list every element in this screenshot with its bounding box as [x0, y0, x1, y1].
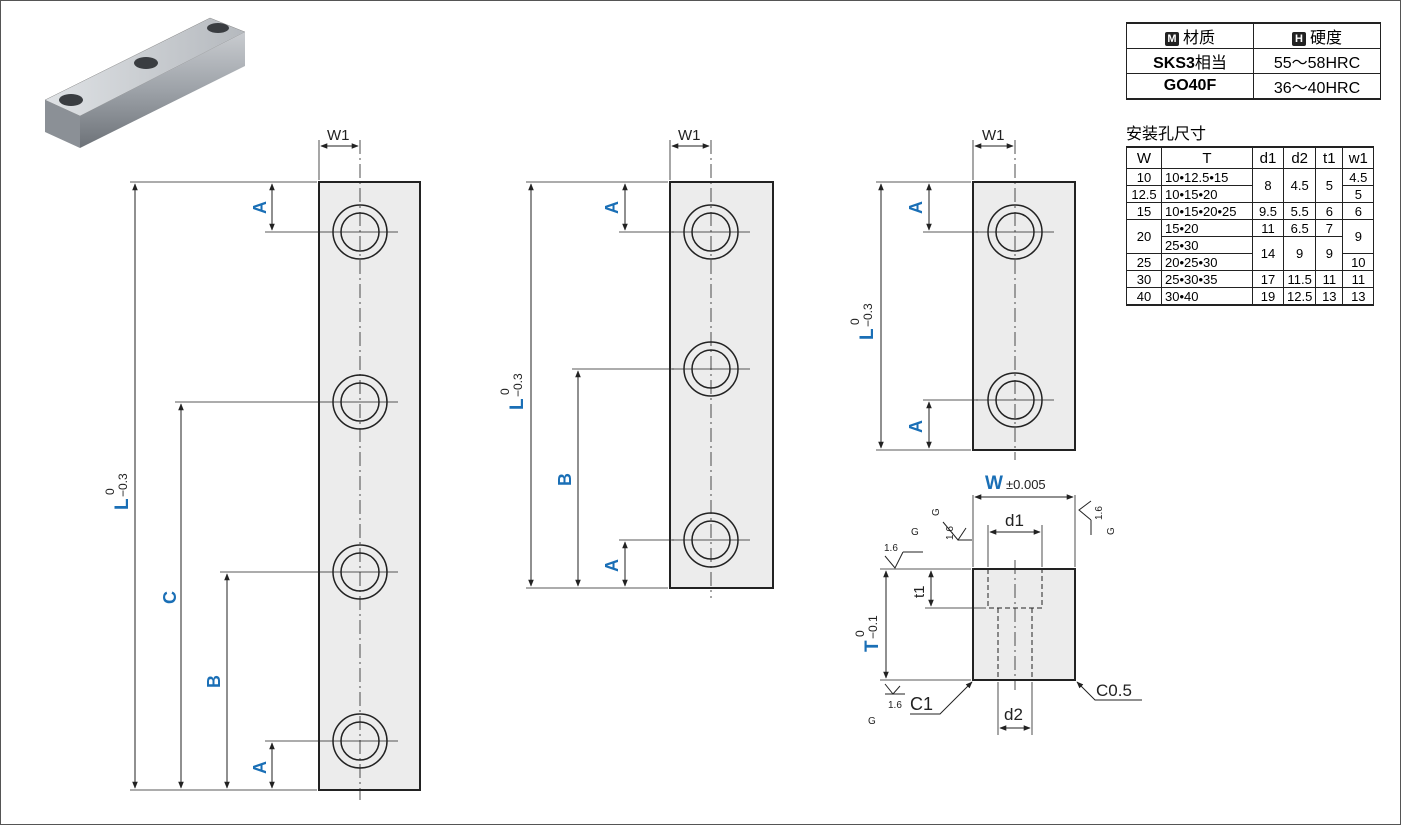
svg-text:±0.005: ±0.005 — [1006, 477, 1046, 492]
dim-A-top: A — [906, 201, 926, 214]
svg-text:0: 0 — [103, 488, 117, 495]
hardness-badge-icon: H — [1291, 32, 1306, 46]
hole-table-title: 安装孔尺寸 — [1126, 126, 1207, 143]
svg-text:0: 0 — [853, 630, 867, 637]
dim-d1: d1 — [1005, 511, 1024, 530]
table-row: 12.5 10•15•20 5 — [1126, 185, 1375, 203]
table-row: 40 30•40 19 12.5 13 13 — [1126, 287, 1375, 306]
grind-label: G — [911, 527, 919, 538]
dim-A-bottom: A — [250, 761, 270, 774]
svg-text:L: L — [857, 328, 878, 340]
dim-A-bottom: A — [906, 420, 926, 433]
svg-text:−0.3: −0.3 — [116, 473, 130, 497]
roughness-label: 1.6 — [884, 543, 898, 554]
svg-text:−0.3: −0.3 — [861, 303, 875, 327]
dim-L-3: L 0 −0.3 — [848, 303, 878, 340]
section-view — [880, 494, 1142, 735]
dim-W: W ±0.005 — [985, 473, 1046, 494]
grind-label: G — [931, 508, 942, 516]
w1-label: W1 — [327, 127, 350, 144]
material-badge-icon: M — [1164, 32, 1179, 46]
svg-text:L: L — [507, 398, 528, 410]
svg-text:0: 0 — [498, 388, 512, 395]
material-cell: SKS3相当 — [1126, 48, 1254, 74]
product-photo — [44, 17, 246, 148]
dim-t1: t1 — [911, 585, 928, 598]
dim-A-top: A — [250, 201, 270, 214]
table-row: 20 15•20 11 6.5 7 9 — [1126, 219, 1375, 254]
dim-C: C — [160, 591, 180, 604]
svg-text:W: W — [985, 473, 1003, 494]
dim-d2: d2 — [1004, 705, 1023, 724]
svg-text:−0.3: −0.3 — [511, 373, 525, 397]
dim-T: T 0 −0.1 — [853, 615, 883, 652]
hardness-cell: 55～58HRC — [1253, 48, 1381, 74]
dim-B: B — [204, 675, 224, 688]
roughness-label: 1.6 — [888, 700, 902, 711]
table-row: SKS3相当 55～58HRC — [1126, 48, 1381, 74]
w1-label: W1 — [678, 127, 701, 144]
grind-label: G — [1106, 527, 1117, 535]
roughness-label: 1.6 — [1094, 506, 1105, 520]
svg-text:L: L — [112, 498, 133, 510]
hardness-cell: 36～40HRC — [1253, 73, 1381, 100]
table-row: 10 10•12.5•15 8 4.5 5 4.5 — [1126, 168, 1375, 203]
dim-L-1: L 0 −0.3 — [103, 473, 133, 510]
dim-B: B — [555, 473, 575, 486]
dim-A-top: A — [602, 201, 622, 214]
material-cell: GO40F — [1126, 73, 1254, 100]
view-three-holes — [526, 140, 774, 598]
view-four-holes — [130, 140, 421, 800]
w1-label: W1 — [982, 127, 1005, 144]
svg-text:−0.1: −0.1 — [866, 615, 880, 639]
dim-L-2: L 0 −0.3 — [498, 373, 528, 410]
table-row: 25•30 14 9 9 — [1127, 236, 1374, 271]
table-row: 15 10•15•20•25 9.5 5.5 6 6 — [1126, 202, 1375, 220]
roughness-label: 1.6 — [945, 526, 956, 540]
chamfer-C1: C1 — [910, 694, 933, 714]
dim-A-bottom: A — [602, 559, 622, 572]
svg-text:0: 0 — [848, 318, 862, 325]
svg-text:T: T — [862, 640, 883, 652]
table-row: 30 25•30•35 17 11.5 11 11 — [1126, 270, 1375, 288]
chamfer-C05: C0.5 — [1096, 681, 1132, 700]
hole-size-table: W T d1 d2 t1 w1 10 10•12.5•15 8 4.5 5 4.… — [1126, 146, 1375, 306]
table-row: GO40F 36～40HRC — [1126, 73, 1381, 100]
grind-label: G — [868, 716, 876, 727]
view-two-holes — [876, 140, 1076, 460]
